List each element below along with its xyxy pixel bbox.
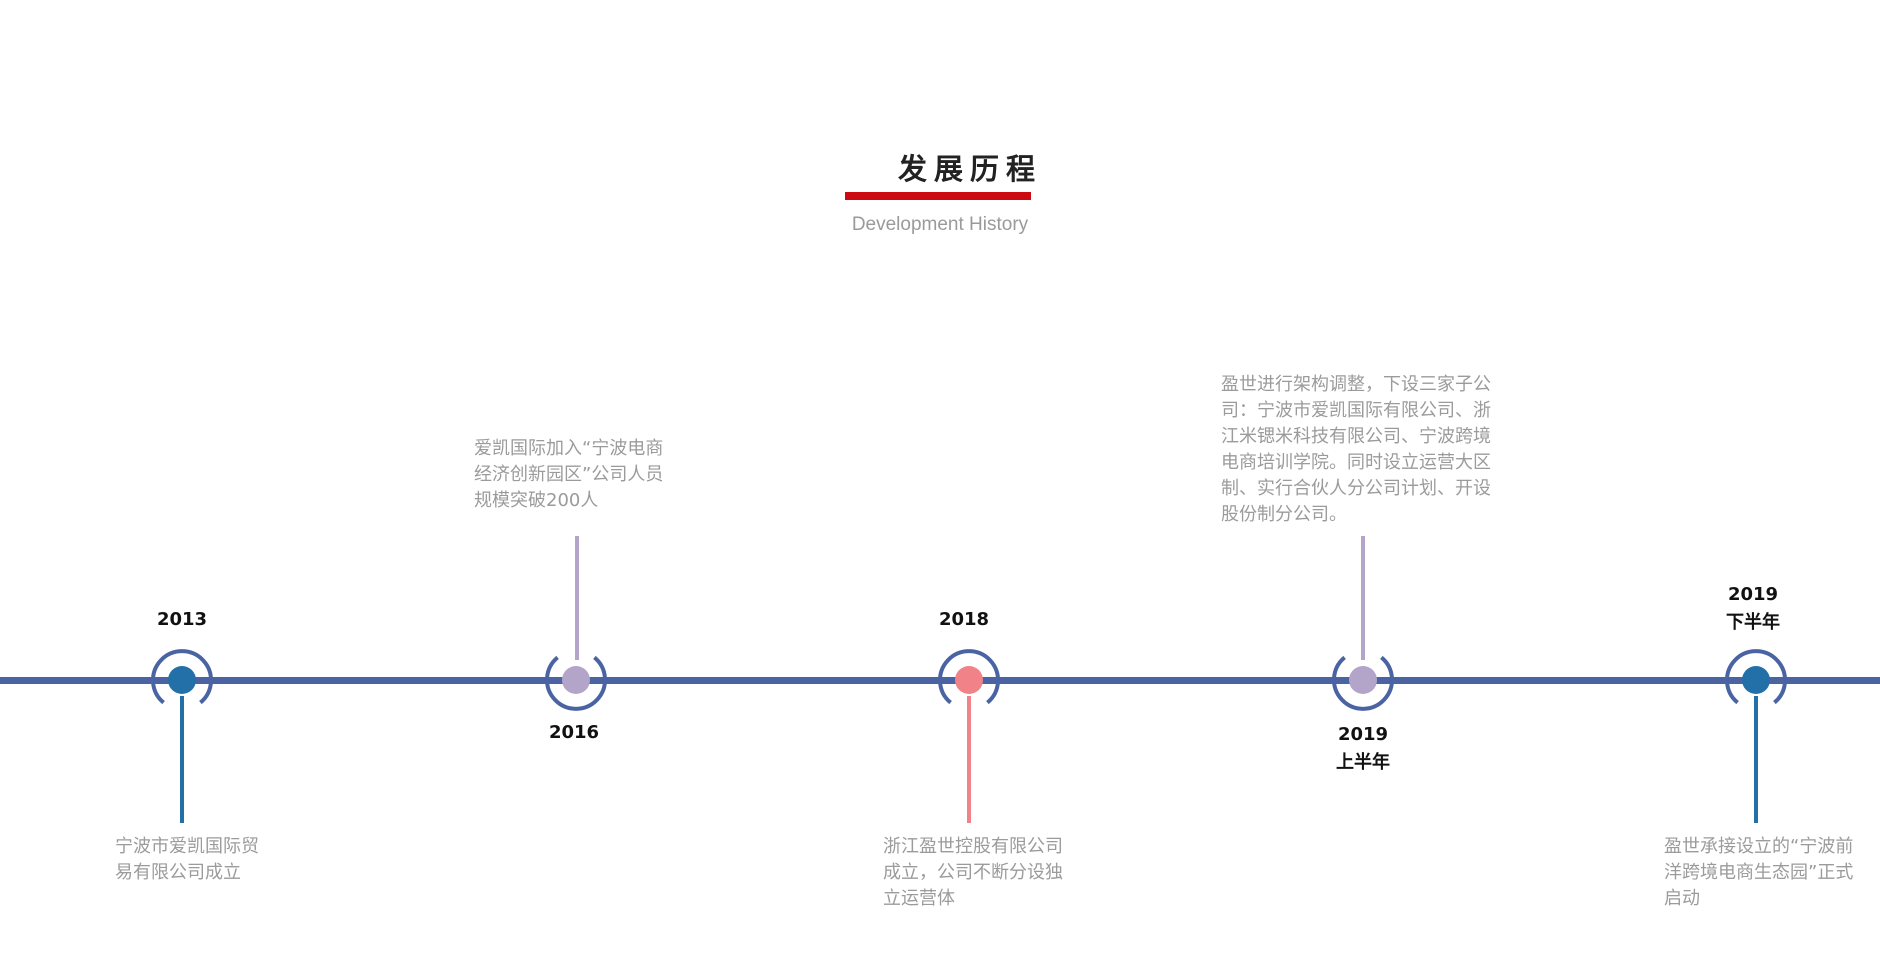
node-ring-icon [545, 655, 607, 711]
page-title: 发展历程 [897, 152, 1042, 186]
milestone-year-2019-h2: 2019 下半年 [1726, 584, 1780, 633]
milestone-stem [1361, 536, 1365, 660]
milestone-node[interactable] [149, 647, 215, 713]
milestone-desc-2019-h1: 盈世进行架构调整，下设三家子公 司：宁波市爱凯国际有限公司、浙 江米锶米科技有限… [1221, 374, 1491, 525]
milestone-node[interactable] [1723, 647, 1789, 713]
node-ring-icon [938, 649, 1000, 705]
page-subtitle: Development History [851, 214, 1029, 235]
milestone-stem [967, 696, 971, 823]
milestone-node[interactable] [1330, 647, 1396, 713]
milestone-desc-2016: 爱凯国际加入“宁波电商 经济创新园区”公司人员 规模突破200人 [474, 438, 664, 511]
milestone-year-2016: 2016 [548, 722, 600, 743]
milestone-year-2018: 2018 [938, 609, 990, 630]
milestone-desc-2018: 浙江盈世控股有限公司 成立，公司不断分设独 立运营体 [883, 836, 1063, 909]
title-underline [845, 192, 1031, 200]
node-ring-icon [151, 649, 213, 705]
milestone-desc-2019-h2: 盈世承接设立的“宁波前 洋跨境电商生态园”正式 启动 [1664, 836, 1854, 909]
milestone-stem [575, 536, 579, 660]
milestone-year-2013: 2013 [156, 609, 208, 630]
milestone-node[interactable] [543, 647, 609, 713]
milestone-node[interactable] [936, 647, 1002, 713]
milestone-desc-2013: 宁波市爱凯国际贸 易有限公司成立 [115, 836, 259, 883]
node-ring-icon [1725, 649, 1787, 705]
milestone-year-2019-h1: 2019 上半年 [1336, 724, 1390, 773]
node-ring-icon [1332, 655, 1394, 711]
milestone-stem [180, 696, 184, 823]
milestone-stem [1754, 696, 1758, 823]
